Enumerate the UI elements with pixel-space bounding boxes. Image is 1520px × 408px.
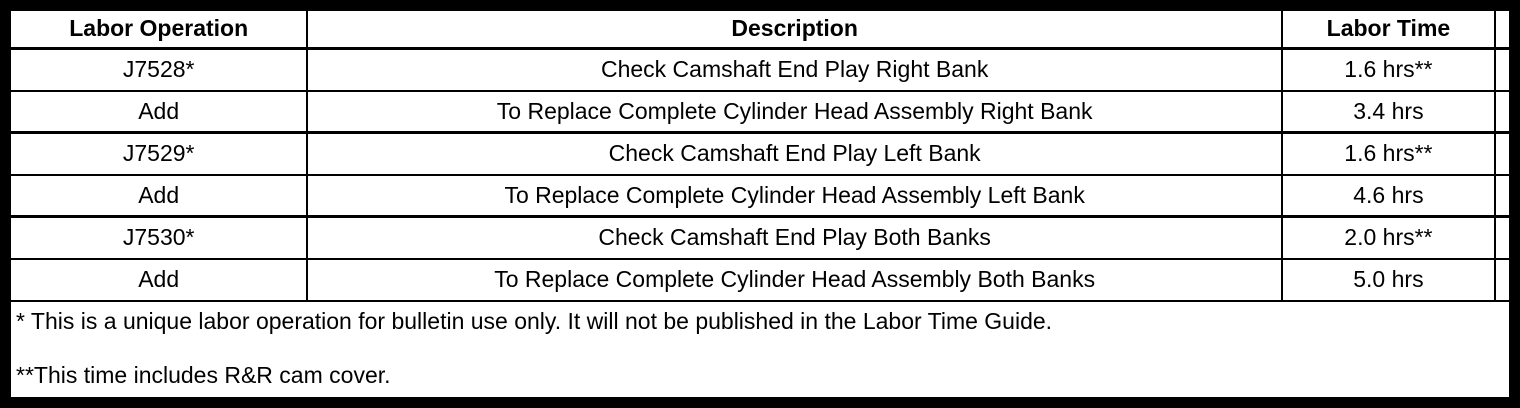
table-row: Add To Replace Complete Cylinder Head As… — [8, 89, 1512, 134]
header-labor-time: Labor Time — [1280, 9, 1496, 50]
labor-time-cell: 1.6 hrs** — [1280, 47, 1496, 92]
labor-time-table: Labor Operation Description Labor Time J… — [8, 9, 1512, 399]
description-cell: Check Camshaft End Play Left Bank — [306, 131, 1283, 176]
table-header-row: Labor Operation Description Labor Time — [8, 9, 1512, 50]
description-cell: Check Camshaft End Play Both Banks — [306, 215, 1283, 260]
row-end-spacer-cell — [1493, 89, 1512, 134]
table-row: Add To Replace Complete Cylinder Head As… — [8, 173, 1512, 218]
table-row: J7530* Check Camshaft End Play Both Bank… — [8, 215, 1512, 260]
labor-time-cell: 1.6 hrs** — [1280, 131, 1496, 176]
labor-time-cell: 3.4 hrs — [1280, 89, 1496, 134]
description-cell: Check Camshaft End Play Right Bank — [306, 47, 1283, 92]
description-cell: To Replace Complete Cylinder Head Assemb… — [306, 257, 1283, 302]
labor-operation-cell: Add — [8, 257, 309, 302]
row-end-spacer-cell — [1493, 215, 1512, 260]
description-cell: To Replace Complete Cylinder Head Assemb… — [306, 89, 1283, 134]
labor-time-cell: 2.0 hrs** — [1280, 215, 1496, 260]
footnote-time-includes-cam-cover: **This time includes R&R cam cover. — [16, 361, 391, 388]
row-end-spacer-cell — [1493, 257, 1512, 302]
header-labor-operation: Labor Operation — [8, 9, 309, 50]
footnote-unique-labor-operation: * This is a unique labor operation for b… — [16, 307, 1053, 334]
footnote-area: * This is a unique labor operation for b… — [9, 299, 1511, 399]
row-end-spacer-cell — [1493, 47, 1512, 92]
footnote-row: * This is a unique labor operation for b… — [9, 299, 1511, 399]
labor-operation-cell: J7529* — [8, 131, 309, 176]
row-end-spacer-cell — [1493, 131, 1512, 176]
header-description: Description — [306, 9, 1283, 50]
table-row: Add To Replace Complete Cylinder Head As… — [8, 257, 1512, 302]
table-row: J7528* Check Camshaft End Play Right Ban… — [8, 47, 1512, 92]
header-end-spacer — [1493, 9, 1512, 50]
table-row: J7529* Check Camshaft End Play Left Bank… — [8, 131, 1512, 176]
labor-operation-cell: J7530* — [8, 215, 309, 260]
labor-time-cell: 4.6 hrs — [1280, 173, 1496, 218]
labor-operation-cell: J7528* — [8, 47, 309, 92]
description-cell: To Replace Complete Cylinder Head Assemb… — [306, 173, 1283, 218]
labor-time-cell: 5.0 hrs — [1280, 257, 1496, 302]
labor-operation-cell: Add — [8, 173, 309, 218]
labor-operation-cell: Add — [8, 89, 309, 134]
row-end-spacer-cell — [1493, 173, 1512, 218]
